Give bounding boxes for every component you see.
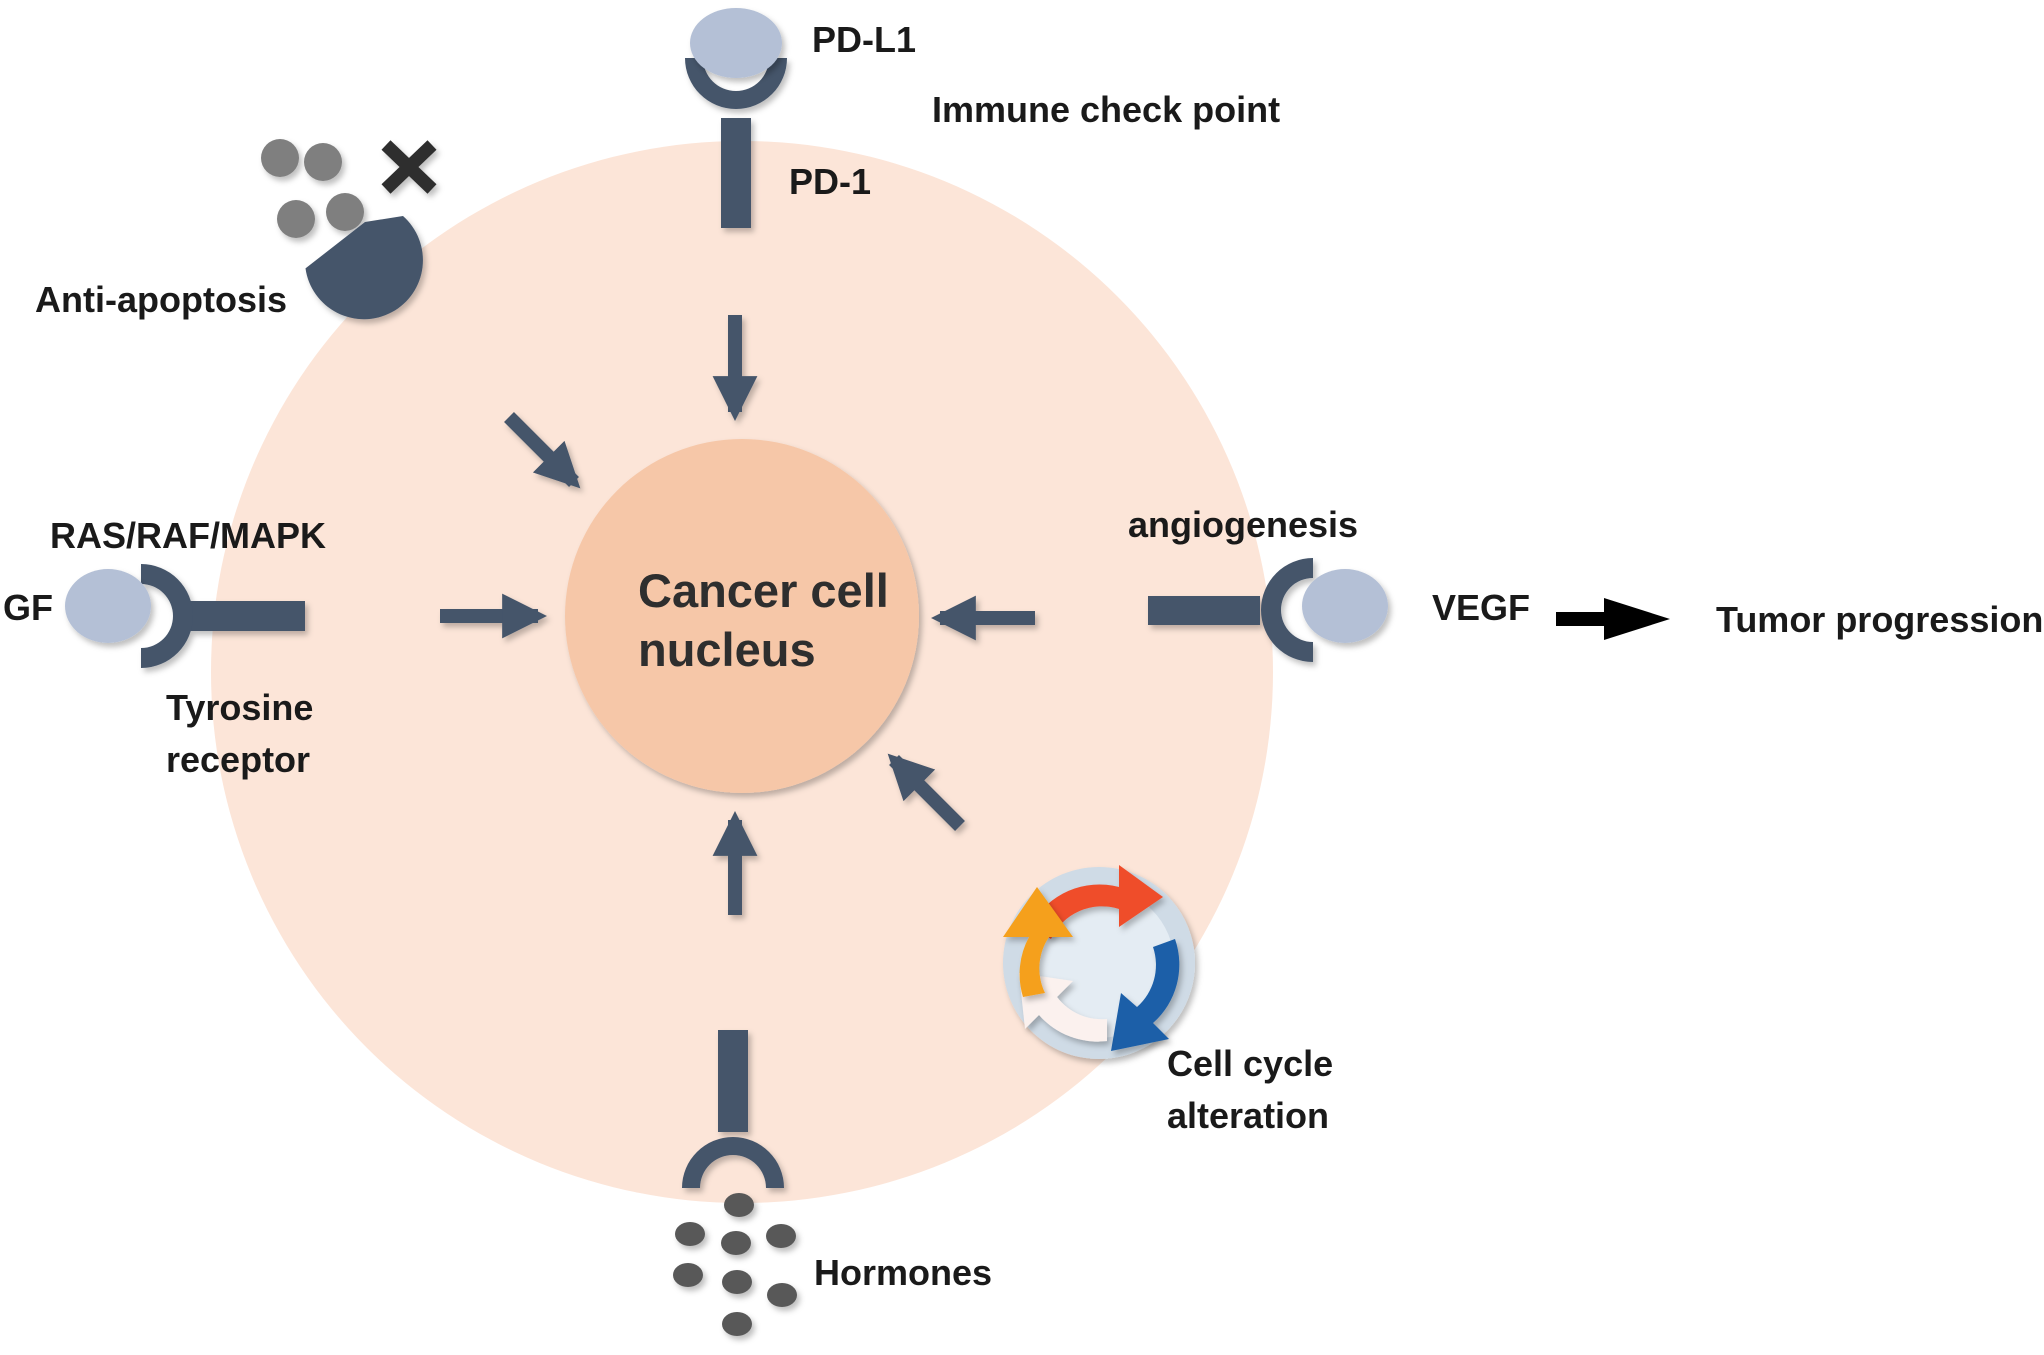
cycle-red-arrow bbox=[1031, 865, 1163, 939]
tyrosine-receptor-line-1: Tyrosine bbox=[166, 687, 314, 728]
hormone-ball bbox=[722, 1270, 752, 1294]
ras-raf-mapk-label: RAS/RAF/MAPK bbox=[50, 515, 326, 556]
hormone-ball bbox=[722, 1312, 752, 1336]
vegf-stem bbox=[1148, 596, 1260, 625]
arrow-from-bottom-right bbox=[887, 753, 965, 831]
immune-checkpoint-label: Immune check point bbox=[932, 89, 1281, 130]
gf-ligand bbox=[65, 569, 151, 643]
pd-l1-ligand bbox=[690, 8, 782, 78]
hormone-receptor bbox=[682, 1030, 784, 1188]
arrow-from-top-left bbox=[504, 412, 581, 489]
hormone-cup bbox=[682, 1137, 784, 1188]
hormone-ball bbox=[675, 1222, 705, 1246]
tumor-progression-arrow bbox=[1556, 598, 1670, 640]
anti-apoptosis-label: Anti-apoptosis bbox=[35, 279, 287, 320]
anti-apoptosis-icon bbox=[261, 139, 423, 320]
pd1-cup bbox=[685, 58, 787, 109]
tyrosine-stem bbox=[190, 601, 305, 631]
cycle-yellow-arrow bbox=[1003, 887, 1073, 997]
tumor-progression-label: Tumor progression bbox=[1716, 599, 2044, 640]
gf-label: GF bbox=[3, 587, 53, 628]
tyrosine-receptor bbox=[141, 564, 305, 668]
ball-icon bbox=[326, 193, 364, 231]
cross-icon bbox=[381, 140, 437, 194]
hormone-ball bbox=[721, 1231, 751, 1255]
pd-1-label: PD-1 bbox=[789, 161, 872, 202]
vegf-ligand bbox=[1302, 569, 1388, 643]
cell-cycle-icon bbox=[1003, 865, 1195, 1059]
vegf-receptor bbox=[1148, 558, 1313, 662]
pd1-stem bbox=[721, 118, 751, 228]
ball-icon bbox=[261, 139, 299, 177]
nucleus bbox=[565, 439, 919, 793]
pacman-icon bbox=[305, 216, 423, 320]
cycle-blue-arrow bbox=[1111, 939, 1180, 1051]
pd1-receptor bbox=[685, 58, 787, 228]
cell-cycle-line-1: Cell cycle bbox=[1167, 1043, 1334, 1084]
pd-l1-label: PD-L1 bbox=[812, 19, 917, 60]
hormone-ball bbox=[766, 1224, 796, 1248]
vegf-cup bbox=[1261, 558, 1313, 662]
inward-arrows bbox=[440, 315, 1035, 915]
cell-cycle-line-2: alteration bbox=[1167, 1095, 1330, 1137]
cell-cycle-label: Cell cycle alteration bbox=[1167, 1038, 1333, 1142]
vegf-label: VEGF bbox=[1432, 587, 1531, 628]
hormone-ball bbox=[673, 1263, 703, 1287]
nucleus-label: Cancer cell nucleus bbox=[638, 562, 889, 680]
hormone-stem bbox=[718, 1030, 748, 1132]
hormones-label: Hormones bbox=[814, 1252, 993, 1293]
angiogenesis-label: angiogenesis bbox=[1128, 504, 1359, 545]
ball-icon bbox=[277, 200, 315, 238]
hormone-ball bbox=[724, 1193, 754, 1217]
hormone-ball bbox=[767, 1283, 797, 1307]
nucleus-label-line-1: Cancer cell bbox=[638, 564, 889, 617]
tyrosine-receptor-label: Tyrosine receptor bbox=[166, 682, 313, 786]
nucleus-label-line-2: nucleus bbox=[638, 622, 816, 676]
hormones-icon bbox=[673, 1193, 797, 1336]
tyrosine-cup bbox=[141, 564, 193, 668]
tyrosine-receptor-line-2: receptor bbox=[166, 739, 311, 781]
ball-icon bbox=[304, 143, 342, 181]
